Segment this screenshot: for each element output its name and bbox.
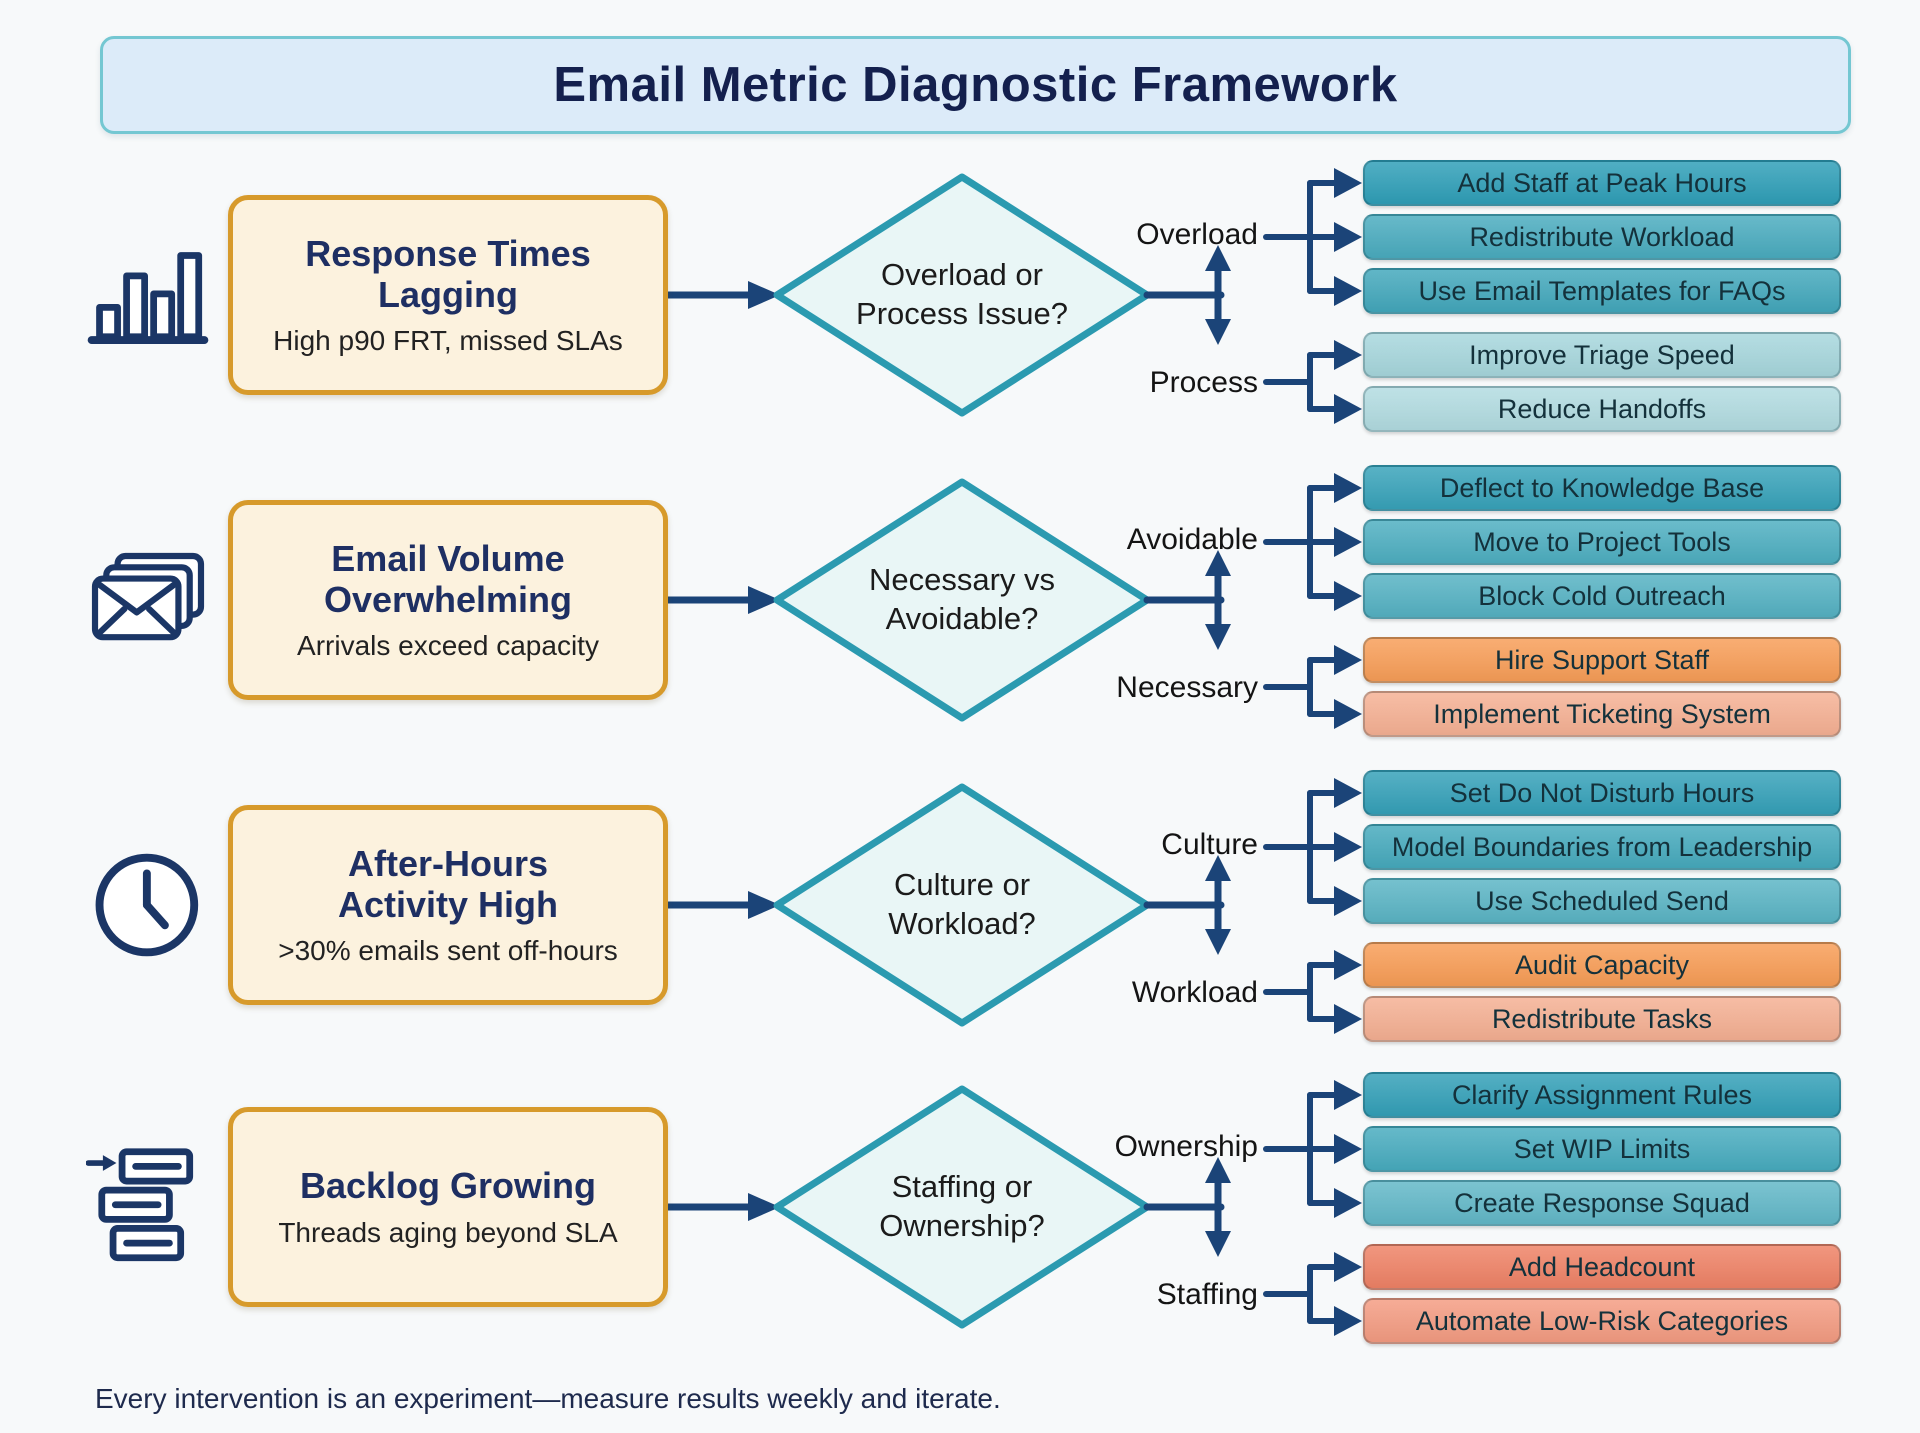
problem-subtitle: >30% emails sent off-hours [278,935,618,967]
decision-diamond-shape [773,783,1151,1027]
action-box: Automate Low-Risk Categories [1363,1298,1841,1344]
backlog-stack-icon [85,1145,210,1269]
action-box: Block Cold Outreach [1363,573,1841,619]
envelopes-icon [86,538,210,662]
action-box: Implement Ticketing System [1363,691,1841,737]
action-box: Add Headcount [1363,1244,1841,1290]
branch-label: Necessary [1116,671,1258,704]
decision-question: Culture or Workload? [888,867,1036,941]
problem-subtitle: Arrivals exceed capacity [297,630,599,662]
decision-question: Necessary vs Avoidable? [868,562,1056,636]
decision-diamond-shape [773,173,1151,417]
row-2-connectors [664,473,1362,729]
action-box: Improve Triage Speed [1363,332,1841,378]
row-3-connectors [664,778,1362,1034]
action-box: Hire Support Staff [1363,637,1841,683]
action-box: Use Email Templates for FAQs [1363,268,1841,314]
action-box: Set Do Not Disturb Hours [1363,770,1841,816]
problem-box: After-Hours Activity High >30% emails se… [228,805,668,1005]
action-box: Redistribute Workload [1363,214,1841,260]
decision-question: Staffing or Ownership? [879,1169,1045,1243]
branch-label: Workload [1131,976,1258,1009]
branch-label: Staffing [1156,1278,1258,1311]
row-4-connectors [664,1080,1362,1336]
branch-label: Avoidable [1126,523,1258,556]
row-1-connectors [664,168,1362,424]
action-box: Move to Project Tools [1363,519,1841,565]
title-banner: Email Metric Diagnostic Framework [100,36,1851,134]
problem-subtitle: High p90 FRT, missed SLAs [273,325,623,357]
problem-subtitle: Threads aging beyond SLA [278,1216,618,1248]
action-box: Use Scheduled Send [1363,878,1841,924]
action-box: Redistribute Tasks [1363,996,1841,1042]
bar-chart-icon [86,233,210,357]
problem-title: Email Volume Overwhelming [323,537,573,620]
branch-label: Ownership [1114,1130,1258,1163]
problem-box: Backlog Growing Threads aging beyond SLA [228,1107,668,1307]
clock-icon [86,843,210,967]
action-box: Audit Capacity [1363,942,1841,988]
branch-label: Culture [1161,828,1258,861]
decision-diamond-shape [773,478,1151,722]
problem-box: Response Times Lagging High p90 FRT, mis… [228,195,668,395]
decision-question: Overload or Process Issue? [856,257,1068,331]
problem-box: Email Volume Overwhelming Arrivals excee… [228,500,668,700]
problem-title: Backlog Growing [299,1165,597,1207]
action-box: Create Response Squad [1363,1180,1841,1226]
decision-diamond-shape [773,1085,1151,1329]
action-box: Model Boundaries from Leadership [1363,824,1841,870]
branch-label: Process [1149,366,1258,399]
branch-label: Overload [1136,218,1258,251]
action-box: Clarify Assignment Rules [1363,1072,1841,1118]
problem-title: After-Hours Activity High [337,842,559,925]
action-box: Reduce Handoffs [1363,386,1841,432]
problem-title: Response Times Lagging [305,232,591,315]
action-box: Deflect to Knowledge Base [1363,465,1841,511]
action-box: Add Staff at Peak Hours [1363,160,1841,206]
action-box: Set WIP Limits [1363,1126,1841,1172]
page-title: Email Metric Diagnostic Framework [553,58,1398,112]
footer-note: Every intervention is an experiment—meas… [95,1383,1001,1414]
